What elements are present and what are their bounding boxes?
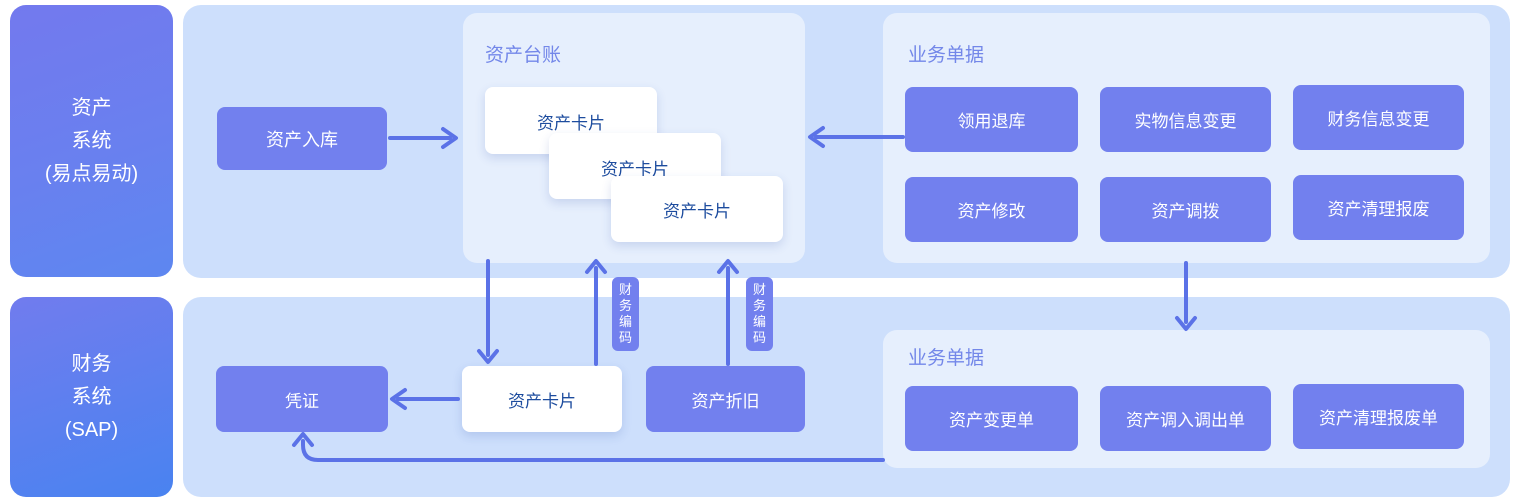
- asset-system-panel: 资产 系统 (易点易动): [10, 5, 173, 277]
- node-asset-depreciation: 资产折旧: [646, 366, 805, 432]
- business-docs-title-top: 业务单据: [908, 45, 985, 66]
- asset-system-line3: (易点易动): [44, 162, 139, 185]
- finance-asset-card-label: 资产卡片: [508, 391, 576, 411]
- finance-asset-card: 资产卡片: [462, 366, 622, 432]
- business-docs-title-bottom: 业务单据: [908, 348, 985, 369]
- financial-coding-badge-1: 财务编码: [612, 277, 639, 351]
- finance-system-line2: 系统: [71, 385, 112, 408]
- asset-system-line1: 资产: [71, 96, 112, 119]
- asset-system-line2: 系统: [71, 129, 112, 152]
- node-financial-info-change: 财务信息变更: [1293, 85, 1464, 150]
- financial-coding-badge-2-label: 财务编码: [752, 282, 766, 345]
- finance-system-line1: 财务: [71, 352, 112, 375]
- node-asset-inbound: 资产入库: [217, 107, 387, 170]
- node-asset-scrap-doc: 资产清理报废单: [1293, 384, 1464, 449]
- finance-system-line3: (SAP): [64, 418, 119, 441]
- financial-coding-badge-1-label: 财务编码: [618, 282, 632, 345]
- node-asset-change-doc: 资产变更单: [905, 386, 1078, 451]
- asset-card-3-label: 资产卡片: [663, 201, 731, 221]
- asset-card-1-label: 资产卡片: [537, 114, 605, 133]
- node-asset-modify: 资产修改: [905, 177, 1078, 242]
- asset-card-2-label: 资产卡片: [601, 160, 669, 179]
- node-physical-info-change: 实物信息变更: [1100, 87, 1271, 152]
- asset-card-3: 资产卡片: [611, 176, 783, 242]
- asset-ledger-title: 资产台账: [485, 45, 562, 66]
- node-asset-transfer: 资产调拨: [1100, 177, 1271, 242]
- finance-system-panel: 财务 系统 (SAP): [10, 297, 173, 497]
- node-asset-cleanup-scrap: 资产清理报废: [1293, 175, 1464, 240]
- financial-coding-badge-2: 财务编码: [746, 277, 773, 351]
- node-voucher: 凭证: [216, 366, 388, 432]
- node-asset-transfer-doc: 资产调入调出单: [1100, 386, 1271, 451]
- node-issue-return: 领用退库: [905, 87, 1078, 152]
